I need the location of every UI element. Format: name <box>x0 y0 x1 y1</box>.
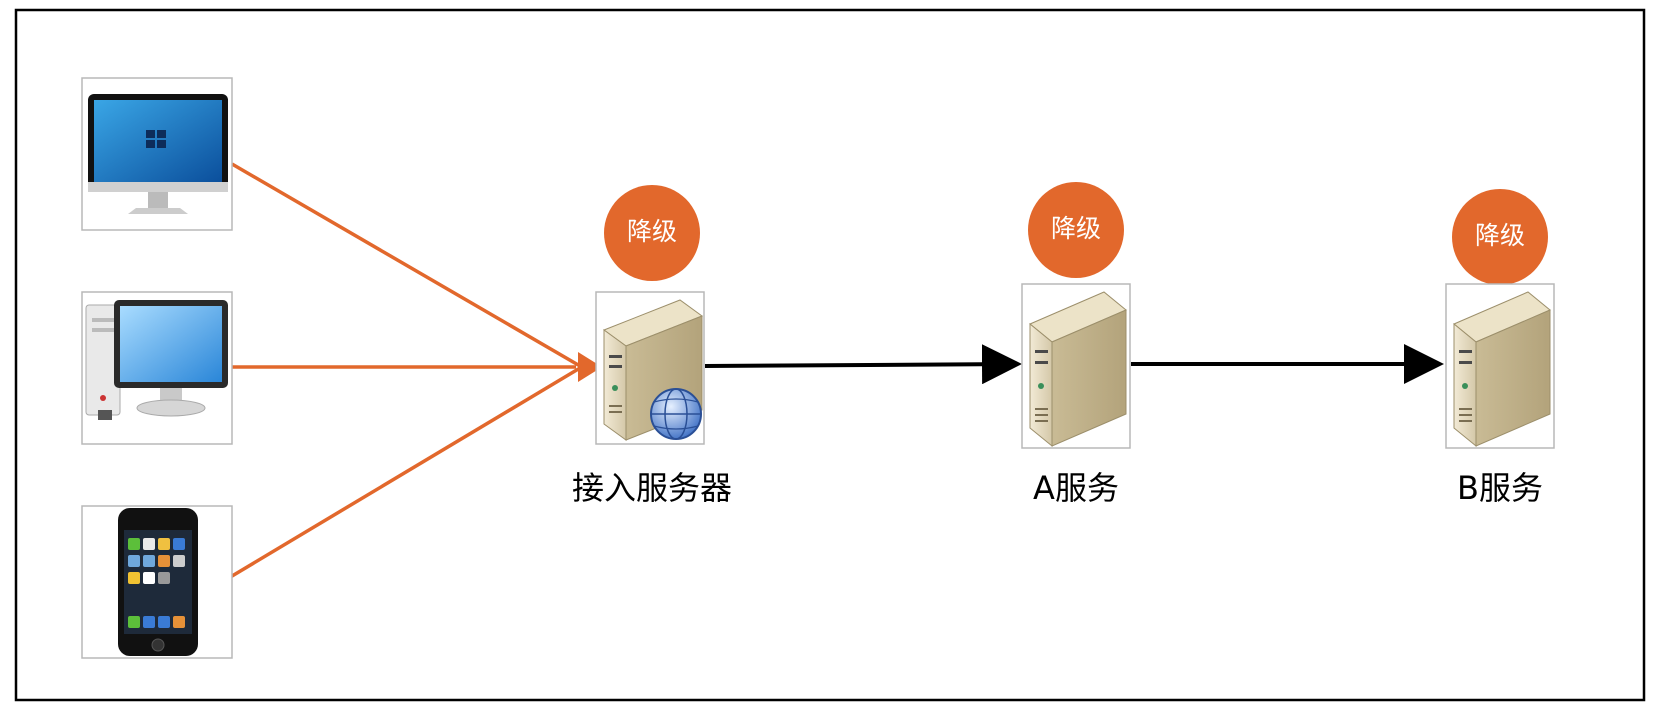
label-access-server: 接入服务器 <box>572 469 732 507</box>
node-service-a: 降级 A服务 <box>1021 182 1131 507</box>
label-service-b: B服务 <box>1457 469 1543 507</box>
badge-svc-a-text: 降级 <box>1051 214 1101 243</box>
badge-access-text: 降级 <box>627 217 677 246</box>
edge-monitor-to-access <box>231 162 581 368</box>
client-edges <box>221 162 581 584</box>
node-service-b: 降级 B服务 <box>1445 189 1555 507</box>
desktop-pc-icon <box>85 300 228 420</box>
access-arrowhead <box>578 352 602 382</box>
web-server-icon <box>602 299 704 441</box>
smartphone-icon <box>118 508 198 656</box>
node-access-server: 降级 接入服务器 <box>572 185 732 507</box>
badge-svc-a <box>1028 182 1124 278</box>
outer-border <box>14 8 1646 702</box>
badge-svc-b <box>1452 189 1548 285</box>
badge-svc-b-text: 降级 <box>1475 221 1525 250</box>
server-icon <box>1453 291 1551 448</box>
edge-phone-to-access <box>221 366 581 584</box>
client-desktop-pc <box>81 291 233 445</box>
label-service-a: A服务 <box>1033 469 1119 507</box>
client-monitor <box>81 77 233 231</box>
client-phone <box>81 505 233 659</box>
server-icon <box>1029 291 1127 448</box>
badge-access <box>604 185 700 281</box>
monitor-icon <box>88 94 228 214</box>
edge-access-to-svc-a <box>704 344 1022 385</box>
